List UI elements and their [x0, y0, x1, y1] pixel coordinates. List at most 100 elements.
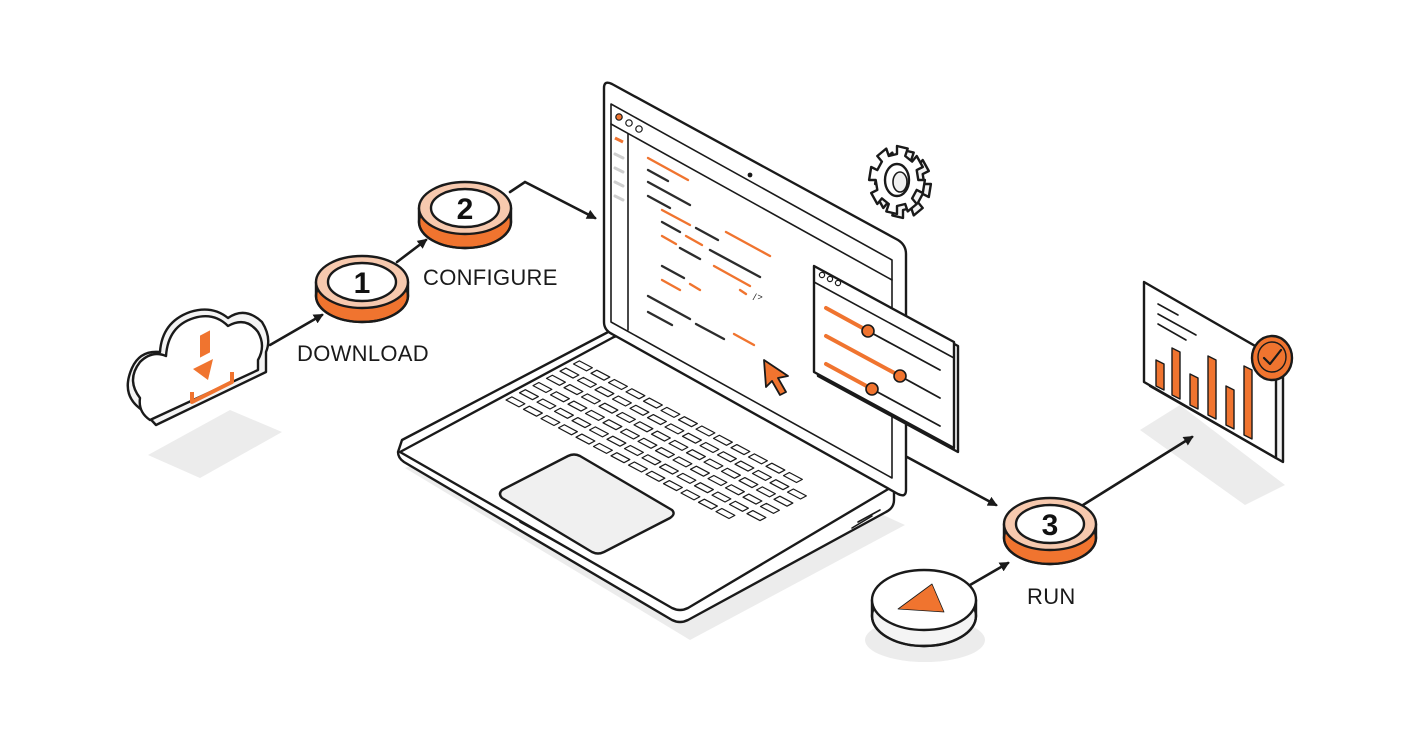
keyboard-key[interactable] — [553, 407, 574, 419]
keyboard-key[interactable] — [786, 488, 807, 500]
keyboard-key[interactable] — [738, 476, 759, 489]
step-1-coin[interactable]: 1 — [314, 254, 410, 324]
keyboard-key[interactable] — [759, 502, 780, 514]
keyboard-key[interactable] — [532, 381, 553, 394]
keyboard-key[interactable] — [645, 470, 666, 482]
keyboard-key[interactable] — [712, 434, 733, 446]
keyboard-key[interactable] — [592, 442, 613, 454]
keyboard-key[interactable] — [724, 484, 745, 496]
keyboard-key[interactable] — [697, 498, 718, 510]
window-close-dot[interactable] — [615, 113, 623, 121]
keyboard-key[interactable] — [575, 433, 596, 445]
keyboard-key[interactable] — [715, 507, 736, 520]
play-button-icon[interactable] — [870, 568, 978, 648]
keyboard-key[interactable] — [625, 388, 646, 400]
keyboard-key[interactable] — [746, 509, 767, 522]
keyboard-key[interactable] — [572, 360, 593, 372]
keyboard-key[interactable] — [658, 463, 679, 475]
keyboard-key[interactable] — [571, 416, 592, 429]
keyboard-key[interactable] — [689, 465, 710, 477]
keyboard-key[interactable] — [765, 462, 786, 474]
keyboard-key[interactable] — [660, 406, 681, 418]
keyboard-key[interactable] — [611, 395, 632, 407]
keyboard-key[interactable] — [755, 486, 776, 498]
keyboard-key[interactable] — [637, 437, 658, 449]
window-minimize-dot[interactable] — [625, 119, 633, 127]
laptop-trackpad[interactable] — [498, 453, 675, 555]
keyboard-key[interactable] — [769, 479, 790, 491]
settings-sliders-icon[interactable] — [812, 264, 960, 454]
keyboard-key[interactable] — [703, 458, 724, 470]
keyboard-key[interactable] — [619, 428, 640, 440]
keyboard-key[interactable] — [699, 441, 720, 454]
keyboard-key[interactable] — [576, 376, 597, 388]
keyboard-key[interactable] — [610, 452, 631, 464]
cloud-download-icon[interactable] — [126, 308, 270, 427]
keyboard-key[interactable] — [623, 444, 644, 457]
keyboard-key[interactable] — [681, 432, 702, 444]
keyboard-key[interactable] — [590, 369, 611, 381]
gear-icon[interactable] — [867, 144, 933, 220]
keyboard-key[interactable] — [563, 383, 584, 396]
keyboard-key[interactable] — [646, 413, 667, 426]
keyboard-key[interactable] — [676, 472, 697, 484]
keyboard-key[interactable] — [642, 397, 663, 409]
keyboard-key[interactable] — [782, 471, 803, 484]
keyboard-key[interactable] — [557, 424, 578, 436]
step-2-coin[interactable]: 2 — [417, 180, 513, 250]
bar-chart-icon[interactable] — [1142, 280, 1285, 464]
keyboard-key[interactable] — [711, 491, 732, 503]
keyboard-key[interactable] — [654, 446, 675, 459]
keyboard-key[interactable] — [707, 474, 728, 487]
keyboard-key[interactable] — [716, 451, 737, 463]
keyboard-key[interactable] — [615, 411, 636, 424]
connector-arrows — [268, 180, 1194, 587]
keyboard-key[interactable] — [668, 439, 689, 451]
keyboard-key[interactable] — [728, 500, 749, 512]
keyboard-key[interactable] — [747, 453, 768, 465]
keyboard-key[interactable] — [685, 449, 706, 461]
keyboard-key[interactable] — [695, 425, 716, 437]
keyboard-key[interactable] — [720, 467, 741, 479]
slider-3-handle[interactable] — [865, 382, 879, 396]
keyboard-key[interactable] — [677, 416, 698, 428]
keyboard-key[interactable] — [629, 404, 650, 416]
keyboard-key[interactable] — [567, 400, 588, 412]
keyboard-key[interactable] — [734, 460, 755, 472]
sidebar-active-item[interactable] — [614, 136, 624, 144]
window-maximize-dot[interactable] — [635, 125, 643, 133]
keyboard-key[interactable] — [664, 423, 685, 435]
keyboard-key[interactable] — [588, 426, 609, 438]
keyboard-key[interactable] — [580, 393, 601, 405]
keyboard-key[interactable] — [606, 435, 627, 447]
keyboard-key[interactable] — [730, 443, 751, 456]
keyboard-key[interactable] — [627, 461, 648, 473]
keyboard-key[interactable] — [633, 421, 654, 433]
keyboard-key[interactable] — [522, 405, 543, 417]
keyboard-key[interactable] — [641, 454, 662, 466]
keyboard-key[interactable] — [545, 374, 566, 386]
keyboard-key[interactable] — [594, 386, 615, 398]
keyboard-key[interactable] — [559, 367, 580, 379]
keyboard-key[interactable] — [672, 456, 693, 468]
keyboard-key[interactable] — [607, 378, 628, 391]
keyboard-key[interactable] — [693, 482, 714, 494]
keyboard-key[interactable] — [662, 479, 683, 492]
keyboard-key[interactable] — [751, 469, 772, 481]
slider-1-handle[interactable] — [861, 324, 875, 338]
keyboard-key[interactable] — [549, 391, 570, 403]
slider-2-handle[interactable] — [893, 369, 907, 383]
step-3-coin[interactable]: 3 — [1002, 496, 1098, 566]
keyboard-key[interactable] — [518, 389, 539, 401]
keyboard-key[interactable] — [742, 493, 763, 505]
keyboard-key[interactable] — [540, 414, 561, 427]
keyboard-key[interactable] — [650, 430, 671, 442]
check-circle-icon — [1250, 334, 1294, 382]
keyboard-key[interactable] — [598, 402, 619, 414]
keyboard-key[interactable] — [680, 489, 701, 501]
keyboard-key[interactable] — [584, 409, 605, 421]
keyboard-key[interactable] — [505, 396, 526, 408]
keyboard-key[interactable] — [536, 398, 557, 410]
keyboard-key[interactable] — [773, 495, 794, 507]
keyboard-key[interactable] — [602, 419, 623, 431]
